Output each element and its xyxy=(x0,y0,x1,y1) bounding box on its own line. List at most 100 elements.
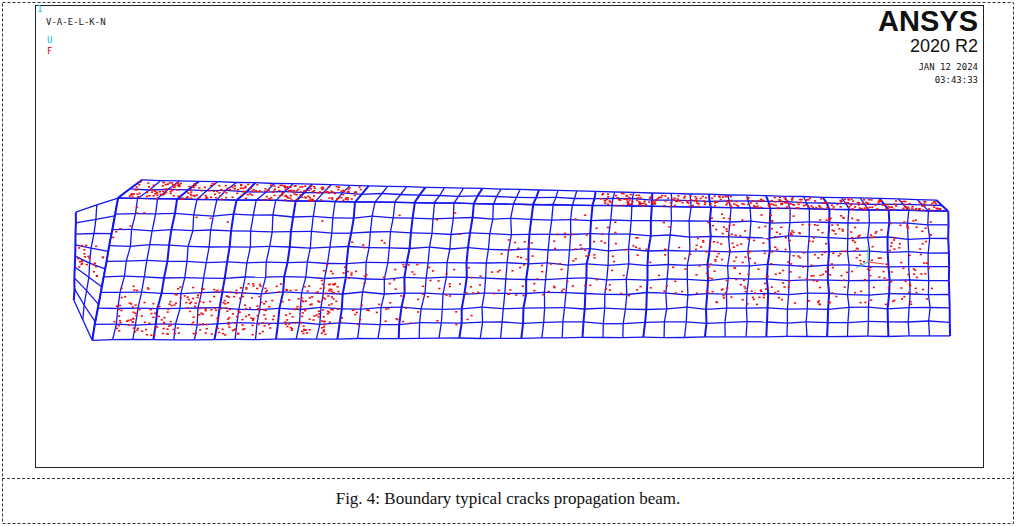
mesh-line xyxy=(296,323,299,340)
crack-mark xyxy=(162,333,164,335)
mesh-line xyxy=(575,191,577,199)
mesh-line xyxy=(849,280,869,282)
crack-mark xyxy=(252,320,254,322)
mesh-line xyxy=(276,200,296,202)
mesh-line xyxy=(869,222,889,223)
crack-mark xyxy=(285,314,287,316)
mesh-line xyxy=(572,204,592,206)
crack-mark xyxy=(815,207,817,209)
crack-mark xyxy=(256,184,258,186)
crack-mark xyxy=(286,326,288,328)
mesh-line xyxy=(585,308,605,310)
crack-mark xyxy=(239,312,241,314)
mesh-line xyxy=(787,336,807,337)
mesh-line xyxy=(770,208,790,209)
crack-mark xyxy=(135,315,137,317)
crack-mark xyxy=(176,189,178,191)
mesh-line xyxy=(769,208,772,223)
mesh-line xyxy=(643,337,664,339)
mesh-line xyxy=(727,266,729,279)
mesh-line xyxy=(605,294,627,295)
mesh-line xyxy=(420,187,426,195)
crack-mark xyxy=(753,205,755,207)
mesh-line xyxy=(251,231,273,233)
mesh-line xyxy=(849,306,868,307)
crack-mark xyxy=(156,192,158,194)
mesh-line xyxy=(767,294,770,308)
mesh-line xyxy=(381,306,402,308)
mesh-line xyxy=(787,308,807,310)
crack-mark xyxy=(324,324,326,326)
mesh-line xyxy=(625,295,626,310)
mesh-line xyxy=(787,309,788,323)
crack-mark xyxy=(354,195,356,197)
mesh-line xyxy=(609,249,629,251)
crack-mark xyxy=(318,316,320,318)
crack-mark xyxy=(216,290,218,292)
mesh-line xyxy=(808,237,809,253)
mesh-line xyxy=(413,218,433,220)
crack-mark xyxy=(904,206,906,208)
mesh-line xyxy=(828,293,829,309)
crack-mark xyxy=(338,186,340,188)
mesh-line xyxy=(273,215,293,217)
crack-mark xyxy=(639,204,641,206)
crack-mark xyxy=(163,317,165,319)
crack-mark xyxy=(848,199,850,201)
crack-mark xyxy=(118,315,120,317)
crack-mark xyxy=(616,205,618,207)
mesh-line xyxy=(570,220,571,235)
mesh-line xyxy=(626,264,629,280)
crack-mark xyxy=(287,197,289,199)
mesh-line xyxy=(729,236,750,238)
mesh-line xyxy=(949,322,951,336)
crack-mark xyxy=(737,205,739,207)
crack-mark xyxy=(320,288,322,290)
crack-mark xyxy=(919,202,921,204)
crack-mark xyxy=(324,192,326,194)
mesh-line xyxy=(828,209,830,222)
mesh-line xyxy=(362,186,369,195)
mesh-line xyxy=(828,322,848,323)
mesh-line xyxy=(118,197,137,199)
mesh-line xyxy=(870,251,888,252)
crack-mark xyxy=(304,286,306,288)
mesh-line xyxy=(369,185,388,187)
mesh-line xyxy=(928,225,930,239)
crack-mark xyxy=(182,198,184,200)
crack-mark xyxy=(188,299,190,301)
crack-mark xyxy=(697,206,699,208)
mesh-line xyxy=(629,249,649,251)
mesh-line xyxy=(708,251,710,265)
crack-mark xyxy=(693,200,695,202)
mesh-line xyxy=(711,207,731,209)
mesh-line xyxy=(316,338,337,339)
crack-mark xyxy=(648,201,650,203)
mesh-line xyxy=(842,197,861,199)
crack-mark xyxy=(775,205,777,207)
crack-mark xyxy=(204,308,206,310)
mesh-line xyxy=(177,190,188,199)
mesh-line xyxy=(231,214,234,231)
crack-mark xyxy=(313,195,315,197)
mesh-line xyxy=(302,292,324,294)
crack-mark xyxy=(784,199,786,201)
crack-mark xyxy=(199,308,201,310)
mesh-line xyxy=(768,308,788,309)
crack-mark xyxy=(288,299,290,301)
mesh-line xyxy=(276,192,285,201)
crack-mark xyxy=(136,329,138,331)
beam-mesh xyxy=(74,180,950,340)
crack-mark xyxy=(790,203,792,205)
crack-mark xyxy=(252,318,254,320)
crack-mark xyxy=(801,199,803,201)
crack-mark xyxy=(683,197,685,199)
mesh-line xyxy=(823,197,842,199)
mesh-line xyxy=(207,182,218,191)
mesh-line xyxy=(808,251,829,253)
mesh-line xyxy=(459,188,464,196)
mesh-line xyxy=(136,198,138,213)
mesh-line xyxy=(403,277,405,293)
mesh-line xyxy=(501,188,520,190)
crack-mark xyxy=(891,206,893,208)
